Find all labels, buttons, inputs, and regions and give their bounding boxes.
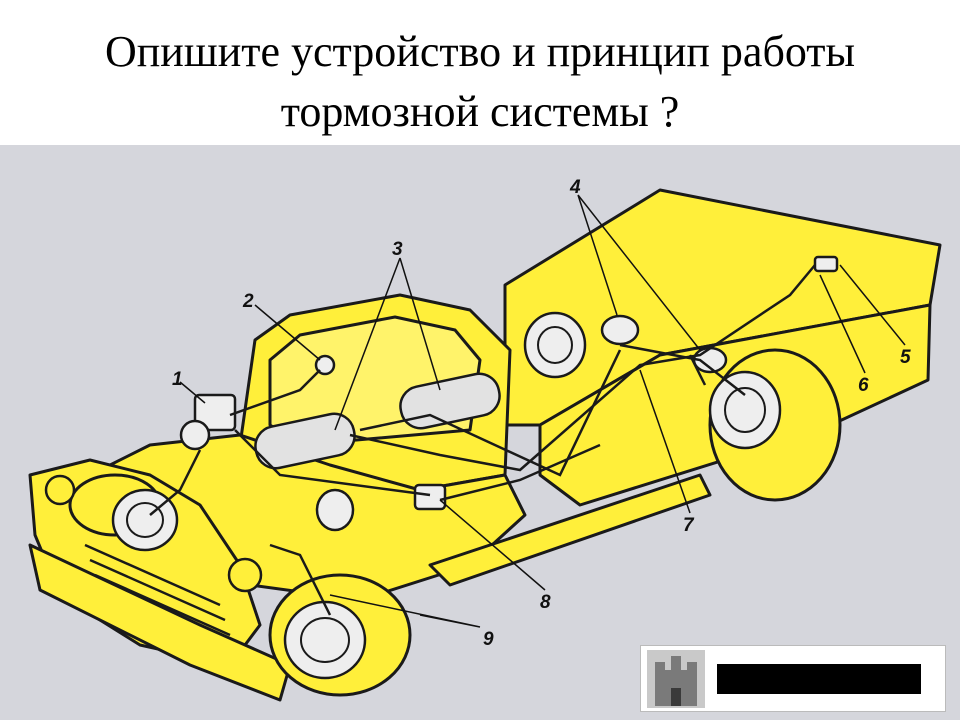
- truck-illustration: 1 2 3 4 5 6 7 8 9: [28, 177, 942, 702]
- callout-7: 7: [683, 515, 695, 536]
- brake-system-diagram: 1 2 3 4 5 6 7 8 9: [0, 145, 960, 720]
- brake-valve: [413, 483, 447, 511]
- callout-9: 9: [483, 629, 494, 650]
- coupling-head: [813, 255, 839, 273]
- brake-lines: [149, 264, 816, 616]
- headlight-right: [227, 557, 263, 593]
- slide-title: Опишите устройство и принцип работы торм…: [0, 22, 960, 142]
- compressor-pulley: [179, 419, 211, 451]
- brake-chamber-rear-left: [600, 314, 640, 346]
- callout-3: 3: [392, 239, 403, 260]
- callout-5: 5: [900, 347, 911, 368]
- title-line-2: тормозной системы ?: [280, 87, 680, 136]
- callout-6: 6: [858, 375, 869, 396]
- brake-drum-front-left: [283, 600, 367, 680]
- watermark-bar: [717, 664, 921, 694]
- callout-8: 8: [540, 592, 551, 613]
- chassis-frame: [428, 473, 712, 587]
- callout-1: 1: [172, 369, 183, 390]
- air-tank-2: [399, 372, 501, 430]
- watermark-badge: [640, 645, 946, 712]
- front-bumper: [28, 543, 292, 702]
- grille: [84, 543, 231, 637]
- brake-drum-rear-left: [523, 311, 587, 379]
- headlight-left: [44, 474, 76, 506]
- brake-drum-center: [315, 488, 355, 532]
- castle-logo-icon: [647, 650, 705, 708]
- title-line-1: Опишите устройство и принцип работы: [104, 27, 856, 76]
- callout-2: 2: [242, 291, 254, 312]
- callout-leaders: [179, 194, 906, 628]
- callout-4: 4: [569, 177, 581, 198]
- brake-drum-rear-right: [708, 370, 782, 450]
- pressure-gauge: [314, 354, 336, 376]
